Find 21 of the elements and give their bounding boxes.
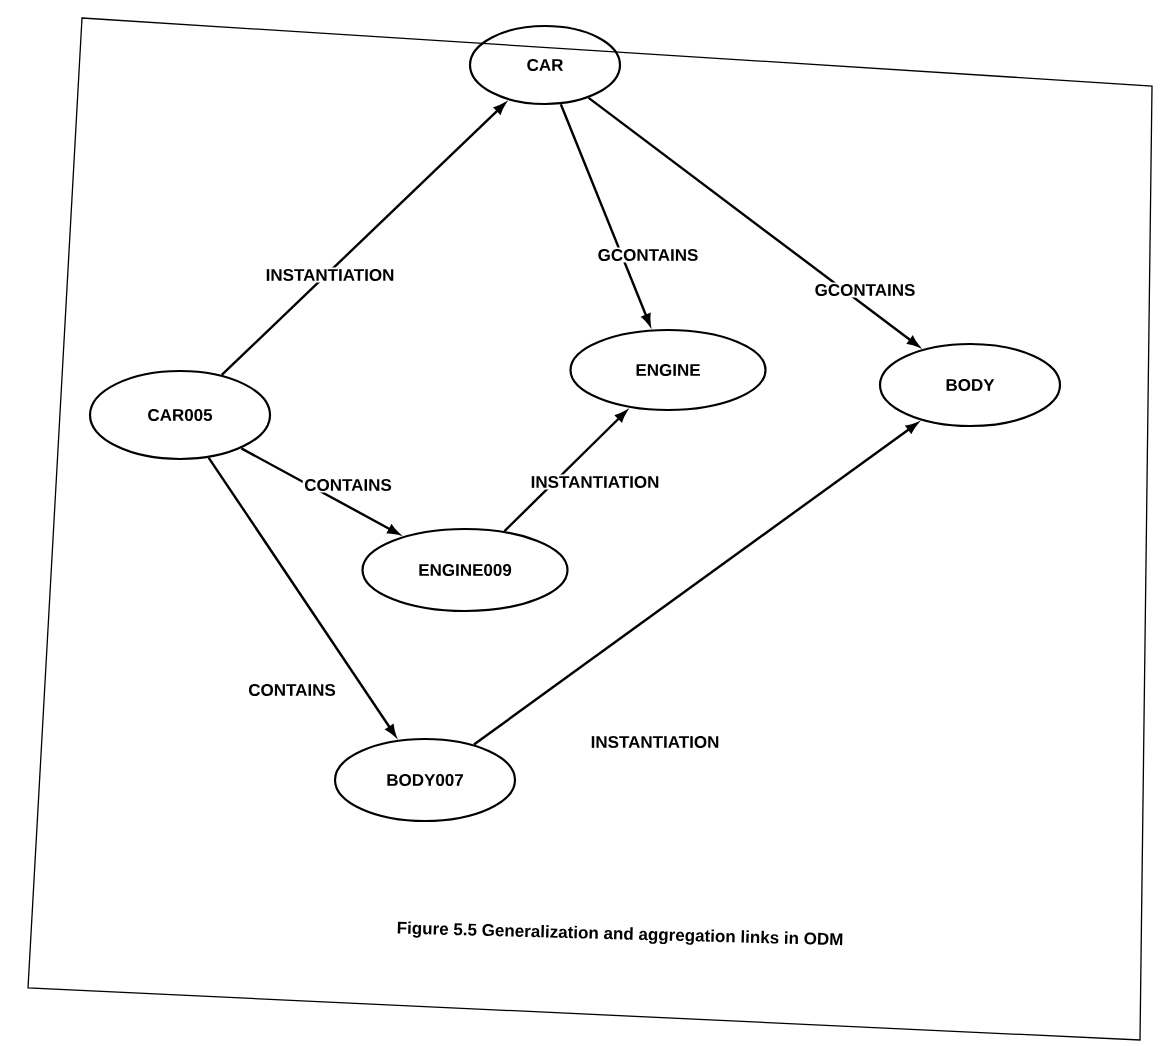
ellipse-node: BODY007 bbox=[333, 737, 517, 823]
figure-caption: Figure 5.5 Generalization and aggregation links in ODM bbox=[397, 921, 843, 946]
arrow bbox=[220, 102, 506, 376]
edge-label: INSTANTIATION bbox=[589, 734, 721, 750]
ellipse-node: BODY bbox=[878, 342, 1062, 428]
ellipse-node: CAR005 bbox=[88, 369, 272, 461]
edge-label: GCONTAINS bbox=[813, 282, 917, 298]
arrow bbox=[503, 410, 627, 532]
edge-label: INSTANTIATION bbox=[264, 267, 396, 283]
ellipse-node: ENGINE009 bbox=[361, 527, 569, 613]
ellipse-node: ENGINE bbox=[569, 328, 767, 412]
ellipse-node: CAR bbox=[468, 24, 622, 106]
arrow bbox=[473, 422, 918, 746]
edge-label: INSTANTIATION bbox=[529, 474, 661, 490]
arrow bbox=[559, 103, 651, 326]
arrow bbox=[587, 96, 920, 348]
edge-label: GCONTAINS bbox=[596, 247, 700, 263]
edge-label: CONTAINS bbox=[302, 477, 394, 493]
arrow bbox=[207, 457, 397, 737]
arrow bbox=[240, 447, 400, 535]
edge-label: CONTAINS bbox=[246, 682, 338, 698]
